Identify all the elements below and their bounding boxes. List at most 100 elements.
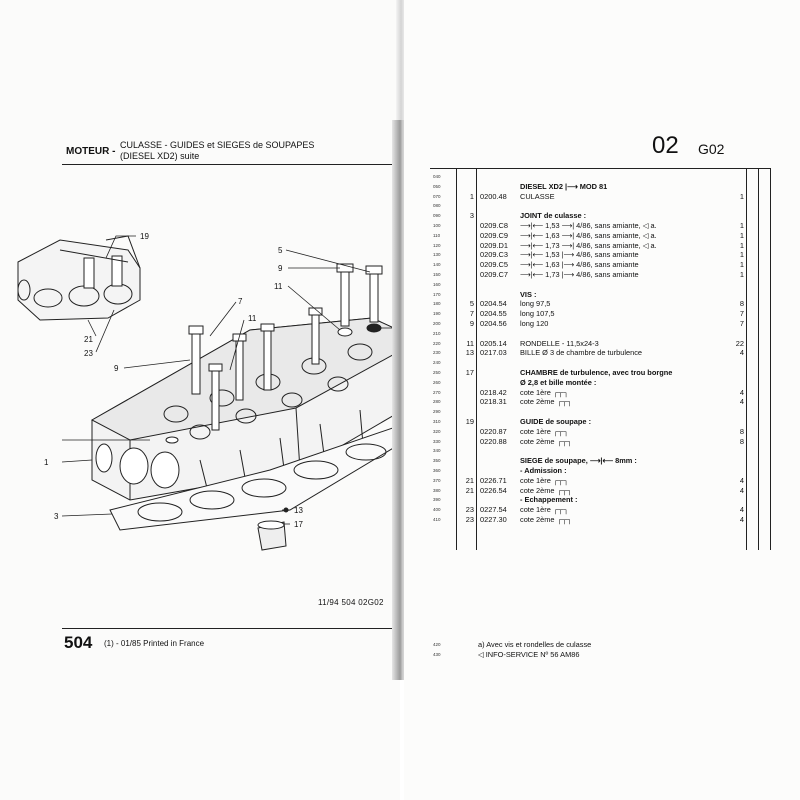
part-description: - Admission : — [520, 466, 567, 475]
line-number: 290 — [433, 409, 441, 415]
line-number: 160 — [433, 281, 441, 287]
quantity: 4 — [739, 505, 744, 515]
table-row: 210 — [0, 329, 800, 339]
line-number: 210 — [433, 330, 441, 336]
line-number: 050 — [433, 183, 441, 189]
quantity: 1 — [739, 221, 744, 230]
ref-number: 17 — [465, 368, 474, 377]
table-row: 390- Echappement : — [0, 495, 800, 505]
section-number: 02 — [652, 132, 679, 159]
part-description: ⟶|⟵ 1,73 ⟶| 4/86, sans amiante, ◁ a. — [520, 240, 657, 250]
line-number: 370 — [433, 477, 441, 483]
quantity: 8 — [739, 426, 744, 436]
ref-number: 3 — [469, 211, 474, 221]
line-number: 240 — [433, 360, 441, 366]
part-code: 0226.54 — [480, 485, 507, 495]
ref-number: 11 — [466, 338, 474, 348]
title-line-2: (DIESEL XD2) suite — [120, 151, 200, 161]
quantity: 22 — [735, 338, 744, 348]
line-number: 070 — [433, 193, 441, 199]
page-title: CULASSE - GUIDES et SIEGES de SOUPAPES (… — [120, 140, 314, 162]
part-code: 0227.30 — [480, 515, 507, 524]
quantity: 4 — [739, 387, 744, 397]
part-description: cote 2ème ┌┬┐ — [520, 485, 573, 495]
head-bolts — [165, 263, 383, 444]
part-description: cote 2ème ┌┬┐ — [520, 397, 573, 407]
footnote-text: a) Avec vis et rondelles de culasse — [478, 640, 592, 649]
callout-13: 13 — [294, 506, 303, 515]
footnote-row: 420 a) Avec vis et rondelles de culasse — [0, 640, 800, 650]
line-number: 400 — [433, 507, 441, 513]
callout-11-top: 11 — [274, 282, 283, 291]
part-code: 0209.C3 — [480, 250, 508, 260]
table-row: 340 — [0, 446, 800, 456]
part-description: cote 2ème ┌┬┐ — [520, 515, 573, 524]
footnote-row: 430◁ INFO-SERVICE Nº 56 AM86 — [0, 650, 800, 660]
part-code: 0209.C9 — [480, 230, 508, 240]
callout-5: 5 — [278, 246, 283, 255]
ref-number: 19 — [465, 417, 474, 426]
footnote-text: ◁ INFO-SERVICE Nº 56 AM86 — [478, 650, 580, 659]
callout-7: 7 — [238, 297, 243, 306]
part-code: 0226.71 — [480, 475, 507, 485]
turbulence-chamber — [257, 507, 289, 551]
quantity: 4 — [739, 475, 744, 485]
quantity: 7 — [739, 309, 744, 319]
part-description: ⟶|⟵ 1,73 |⟶ 4/86, sans amiante — [520, 270, 639, 279]
line-number: 320 — [433, 428, 441, 434]
part-code: 0227.54 — [480, 505, 507, 515]
callout-21: 21 — [84, 335, 93, 344]
part-description: GUIDE de soupape : — [520, 417, 592, 426]
part-code: 0218.42 — [480, 387, 507, 397]
callout-3: 3 — [54, 512, 59, 521]
quantity: 4 — [739, 397, 744, 407]
ref-number: 7 — [469, 309, 474, 319]
part-code: 0204.56 — [480, 319, 507, 328]
col-rule-line — [456, 168, 457, 550]
part-description: cote 1ère ┌┬┐ — [520, 426, 569, 436]
print-reference: 11/94 504 02G02 — [318, 598, 384, 607]
part-description: ⟶|⟵ 1,53 ⟶| 4/86, sans amiante, ◁ a. — [520, 221, 657, 230]
table-row: 160 — [0, 280, 800, 290]
callout-9-top: 9 — [278, 264, 283, 273]
part-description: DIESEL XD2 |⟶ MOD 81 — [520, 181, 608, 191]
callout-23: 23 — [84, 349, 93, 358]
line-number: 270 — [433, 389, 441, 395]
ref-number: 23 — [465, 505, 474, 515]
quantity: 1 — [739, 270, 744, 279]
part-description: JOINT de culasse : — [520, 211, 587, 221]
table-row: 050 DIESEL XD2 |⟶ MOD 81 — [0, 182, 800, 192]
callout-9-left: 9 — [114, 364, 119, 373]
valve-seat-inset — [17, 235, 141, 321]
line-number: 390 — [433, 497, 441, 503]
part-code: 0220.88 — [480, 436, 507, 446]
quantity: 8 — [739, 436, 744, 446]
part-description: VIS : — [520, 289, 537, 299]
quantity: 8 — [739, 299, 744, 309]
part-description: cote 1ère ┌┬┐ — [520, 387, 569, 397]
line-number: 420 — [433, 642, 441, 647]
quantity: 7 — [739, 319, 744, 328]
col-rule-qty-2 — [770, 168, 771, 550]
ref-number: 23 — [465, 515, 474, 524]
table-row: 270 0218.42 cote 1ère ┌┬┐ 4 — [0, 388, 800, 398]
table-row: 040 — [0, 172, 800, 182]
part-description: long 107,5 — [520, 309, 555, 319]
